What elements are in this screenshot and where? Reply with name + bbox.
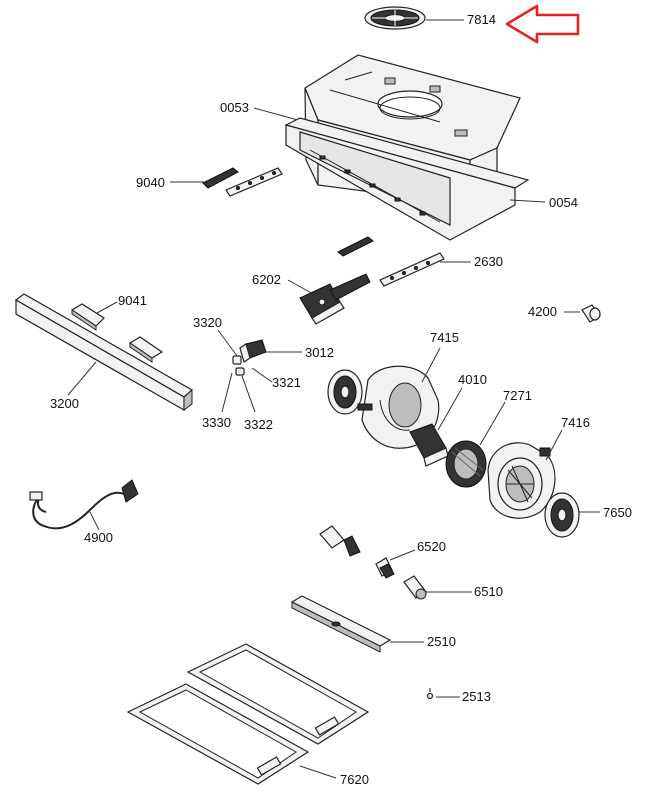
part-4200-plug — [581, 304, 601, 323]
leader-7271 — [479, 401, 506, 446]
leader-3330 — [221, 372, 233, 413]
leader-4010 — [437, 387, 463, 431]
label-7620: 7620 — [340, 772, 369, 787]
label-2630: 2630 — [474, 254, 503, 269]
part-9041-brackets — [70, 303, 164, 363]
leader-0054 — [509, 199, 546, 203]
leader-7620 — [299, 765, 337, 779]
label-3330: 3330 — [202, 415, 231, 430]
part-3012-clip — [239, 339, 267, 363]
label-4200: 4200 — [528, 304, 557, 319]
label-6202: 6202 — [252, 272, 281, 287]
part-3320-3330-small-parts — [232, 355, 245, 376]
label-7271: 7271 — [503, 388, 532, 403]
part-0054-frame — [284, 117, 530, 241]
label-2513: 2513 — [462, 689, 491, 704]
leader-9041 — [96, 301, 118, 314]
label-7416: 7416 — [561, 415, 590, 430]
label-7814: 7814 — [467, 12, 496, 27]
leader-3321 — [251, 367, 273, 383]
label-6510: 6510 — [474, 584, 503, 599]
leader-6520 — [389, 549, 416, 561]
part-2513-screw — [426, 688, 434, 700]
part-7650-inlet-ring — [544, 492, 580, 538]
label-0053: 0053 — [220, 100, 249, 115]
part-4010-capacitor — [409, 423, 449, 467]
part-7620-grease-filters — [126, 643, 370, 785]
label-2510: 2510 — [427, 634, 456, 649]
label-0054: 0054 — [549, 195, 578, 210]
part-2510-filter-strip — [290, 595, 392, 653]
leader-3320 — [217, 329, 238, 357]
leader-7415 — [421, 347, 441, 383]
label-3321: 3321 — [272, 375, 301, 390]
part-2630-switch-board — [337, 236, 445, 287]
part-7415-fan-housing-left — [327, 365, 440, 449]
leader-4900 — [89, 511, 100, 531]
part-9040-switch — [202, 167, 283, 197]
label-3320: 3320 — [193, 315, 222, 330]
part-3200-front-strip — [14, 293, 194, 412]
part-6202-switch-module — [299, 273, 371, 325]
label-4900: 4900 — [84, 530, 113, 545]
label-7650: 7650 — [603, 505, 632, 520]
label-9040: 9040 — [136, 175, 165, 190]
label-7415: 7415 — [430, 330, 459, 345]
highlight-arrow-icon — [505, 4, 580, 44]
label-4010: 4010 — [458, 372, 487, 387]
label-3322: 3322 — [244, 417, 273, 432]
leader-6202 — [287, 279, 316, 296]
leader-7416 — [545, 429, 563, 461]
part-7271-motor — [445, 440, 487, 488]
part-4900-power-cord — [29, 479, 139, 530]
leader-3200 — [67, 361, 97, 396]
part-7416-fan-housing-right — [487, 442, 556, 519]
part-6520-lamp — [319, 525, 395, 579]
part-6510-lamp-holder — [403, 575, 427, 600]
leader-3322 — [241, 375, 256, 413]
label-9041: 9041 — [118, 293, 147, 308]
label-6520: 6520 — [417, 539, 446, 554]
label-3012: 3012 — [305, 345, 334, 360]
part-7814-grille — [364, 6, 426, 30]
label-3200: 3200 — [50, 396, 79, 411]
